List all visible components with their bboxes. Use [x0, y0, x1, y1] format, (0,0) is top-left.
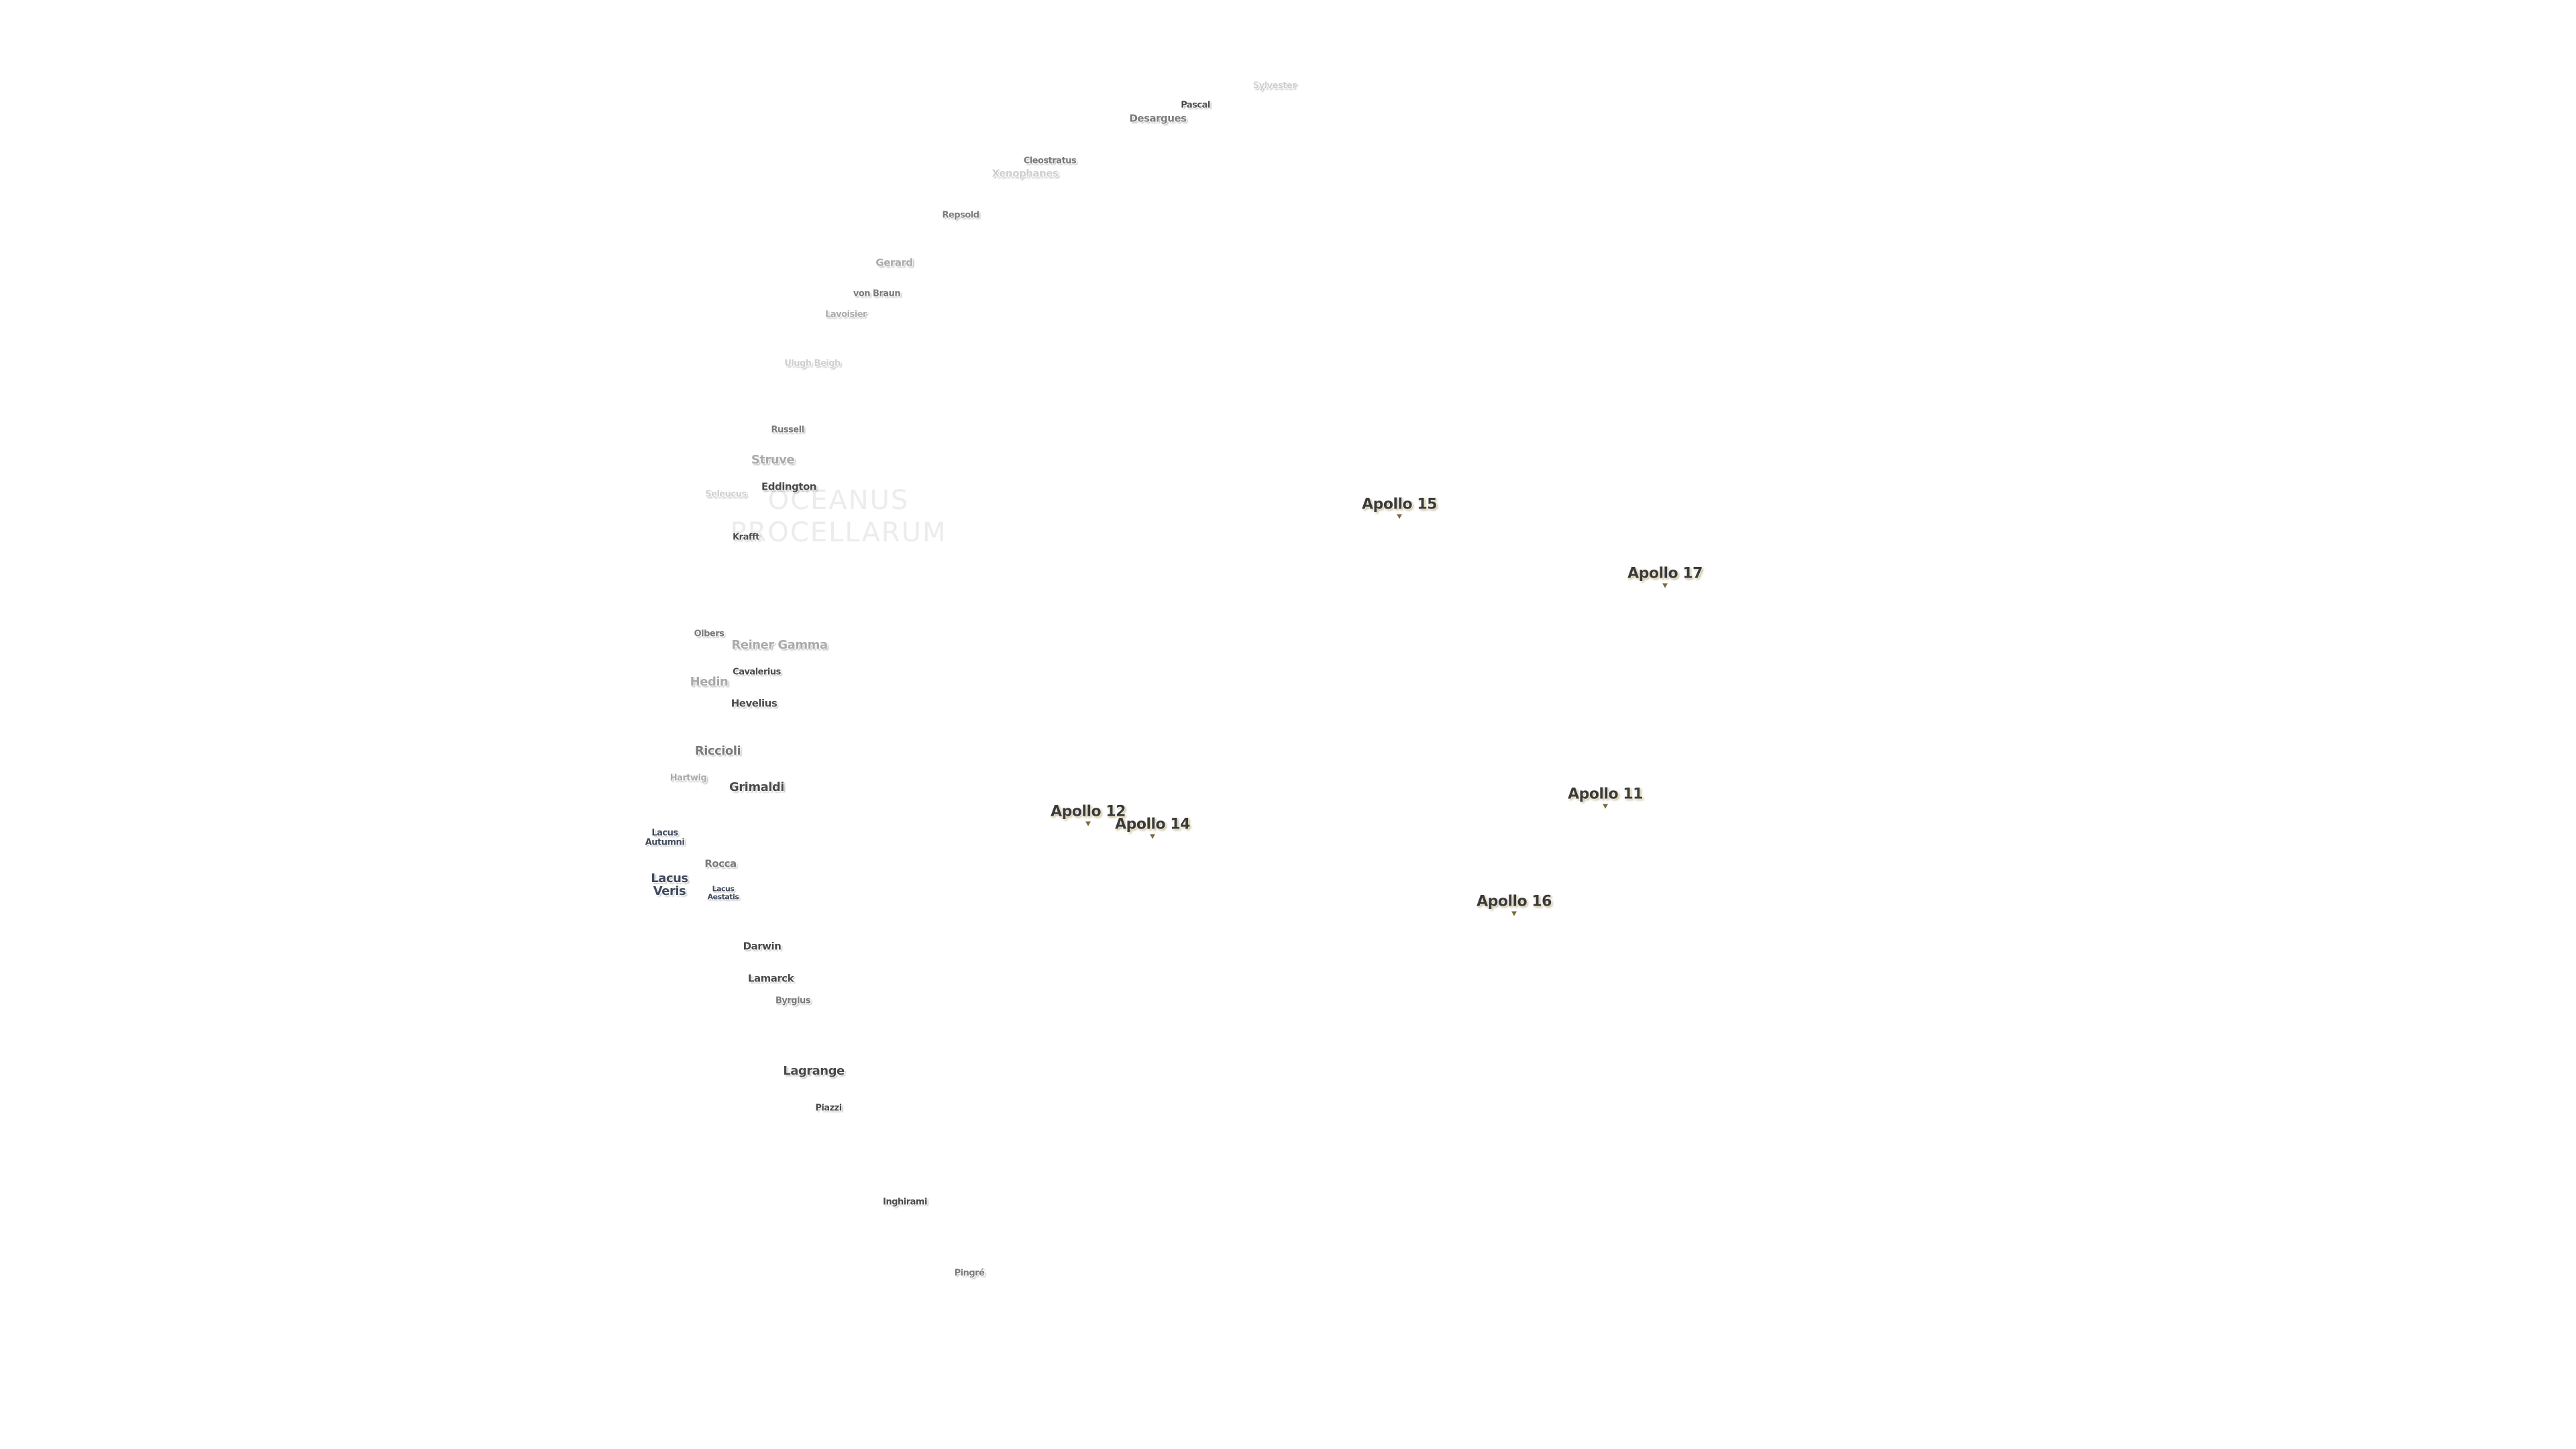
feature-label-lamarck[interactable]: Lamarck: [747, 972, 794, 985]
feature-label-reiner-gamma[interactable]: Reiner Gamma: [731, 638, 828, 652]
feature-label-cavalerius[interactable]: Cavalerius: [733, 667, 781, 678]
feature-label-rocca[interactable]: Rocca: [704, 857, 737, 870]
feature-label-krafft[interactable]: Krafft: [733, 532, 759, 543]
lake-label-line2: Veris: [653, 884, 686, 898]
feature-label-cleostratus[interactable]: Cleostratus: [1023, 156, 1077, 166]
feature-label-byrgius[interactable]: Byrgius: [775, 996, 811, 1006]
lake-label-line2: Autumni: [645, 837, 685, 847]
landing-pin-icon: [1396, 514, 1402, 519]
apollo-12-marker[interactable]: Apollo 12: [1051, 803, 1126, 826]
feature-label-lagrange[interactable]: Lagrange: [783, 1064, 845, 1078]
feature-label-xenophanes[interactable]: Xenophanes: [991, 167, 1059, 180]
apollo-17-marker[interactable]: Apollo 17: [1627, 565, 1703, 588]
feature-label-riccioli[interactable]: Riccioli: [694, 744, 741, 758]
ocean-label-line1: OCEANUS: [767, 485, 910, 516]
apollo-14-marker[interactable]: Apollo 14: [1115, 816, 1190, 839]
lake-label-line1: Lacus: [712, 884, 735, 894]
feature-label-pingre[interactable]: Pingré: [954, 1268, 985, 1279]
lake-label-line1: Lacus: [651, 871, 688, 886]
feature-label-sylvester[interactable]: Sylvester: [1252, 80, 1297, 91]
feature-label-von-braun[interactable]: von Braun: [853, 288, 901, 299]
feature-label-russell[interactable]: Russell: [771, 425, 804, 435]
feature-label-darwin[interactable]: Darwin: [743, 940, 782, 953]
lake-label-lacus-veris[interactable]: Lacus Veris: [651, 871, 688, 898]
landing-pin-icon: [1662, 583, 1668, 588]
feature-label-hevelius[interactable]: Hevelius: [731, 697, 777, 710]
apollo-14-label: Apollo 14: [1115, 816, 1190, 833]
apollo-16-label: Apollo 16: [1477, 893, 1552, 910]
apollo-17-label: Apollo 17: [1627, 565, 1703, 582]
feature-label-repsold[interactable]: Repsold: [942, 210, 979, 221]
feature-label-inghirami[interactable]: Inghirami: [883, 1197, 927, 1208]
lake-label-lacus-autumni[interactable]: Lacus Autumni: [645, 828, 685, 847]
feature-label-piazzi[interactable]: Piazzi: [815, 1103, 842, 1114]
feature-label-hedin[interactable]: Hedin: [690, 675, 729, 689]
apollo-15-marker[interactable]: Apollo 15: [1362, 496, 1437, 519]
feature-label-eddington[interactable]: Eddington: [761, 480, 816, 493]
feature-label-lavoisier[interactable]: Lavoisier: [825, 309, 867, 320]
feature-label-desargues[interactable]: Desargues: [1129, 112, 1187, 125]
landing-pin-icon: [1149, 834, 1155, 839]
apollo-12-label: Apollo 12: [1051, 803, 1126, 820]
feature-label-ulugh-beigh[interactable]: Ulugh Beigh: [784, 358, 841, 369]
feature-label-seleucus[interactable]: Seleucus: [705, 489, 747, 500]
lake-label-lacus-aestatis[interactable]: Lacus Aestatis: [708, 885, 739, 900]
apollo-11-marker[interactable]: Apollo 11: [1568, 786, 1643, 809]
landing-pin-icon: [1085, 821, 1091, 826]
feature-label-gerard[interactable]: Gerard: [875, 256, 913, 269]
feature-label-pascal[interactable]: Pascal: [1181, 100, 1210, 111]
ocean-label-line2: PROCELLARUM: [730, 517, 947, 548]
feature-label-grimaldi[interactable]: Grimaldi: [729, 780, 784, 794]
lake-label-line2: Aestatis: [707, 892, 739, 901]
feature-label-hartwig[interactable]: Hartwig: [669, 773, 707, 784]
feature-label-olbers[interactable]: Olbers: [694, 629, 724, 639]
apollo-15-label: Apollo 15: [1362, 496, 1437, 513]
landing-pin-icon: [1602, 804, 1608, 809]
landing-pin-icon: [1511, 911, 1517, 916]
lake-label-line1: Lacus: [651, 828, 678, 839]
feature-label-struve[interactable]: Struve: [751, 453, 795, 467]
apollo-11-label: Apollo 11: [1568, 786, 1643, 803]
ocean-label: OCEANUS PROCELLARUM: [730, 484, 947, 549]
apollo-16-marker[interactable]: Apollo 16: [1477, 893, 1552, 916]
